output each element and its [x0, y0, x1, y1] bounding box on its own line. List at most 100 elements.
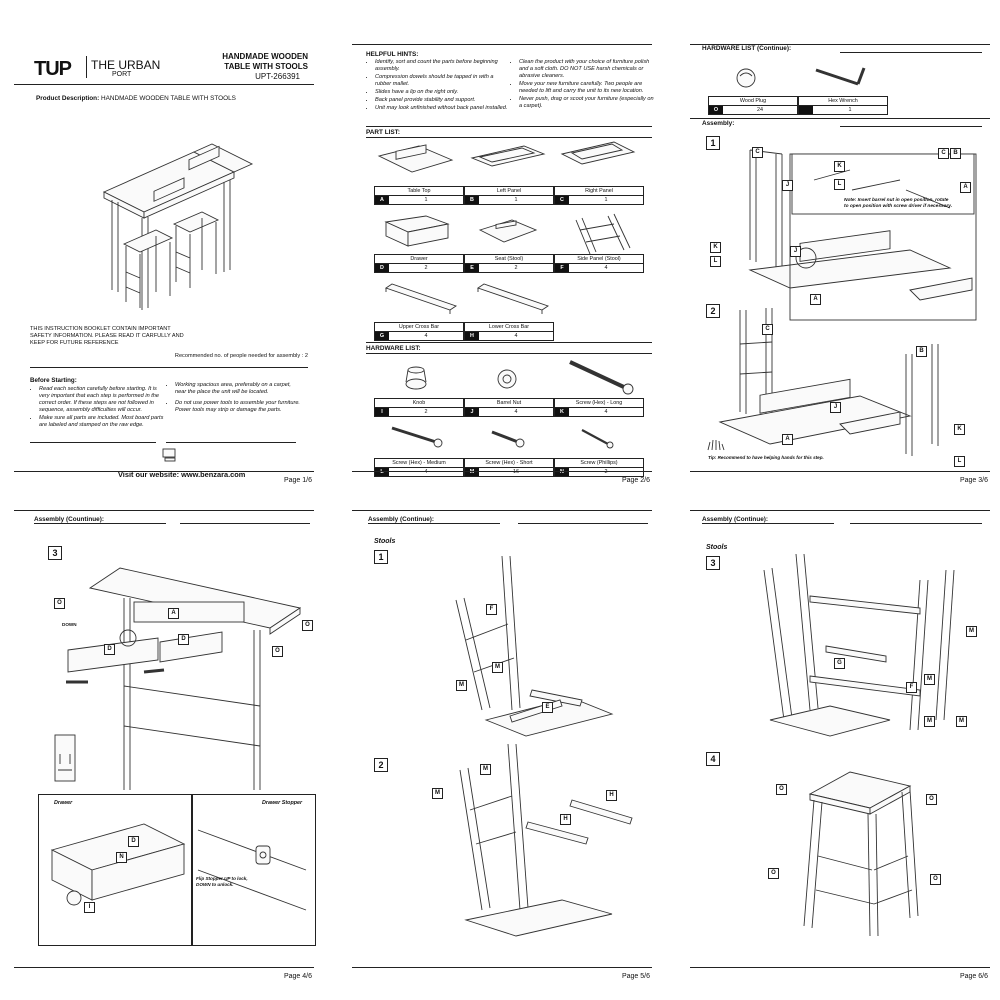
hardware-name: Hex Wrench [799, 97, 887, 106]
hardware-qty: 16 [513, 469, 519, 475]
hex-wrench-icon [815, 67, 866, 86]
tag-o-5: O [776, 784, 787, 795]
tag-f-2: F [906, 682, 917, 693]
hardware-qty: 24 [757, 107, 763, 113]
page-number: Page 2/6 [621, 477, 650, 484]
helping-hands-icon [707, 439, 725, 451]
tag-m-2: M [456, 680, 467, 691]
tag-o-1: O [54, 598, 65, 609]
page-5: Assembly (Continue): Stools 1 F M M E 2 … [352, 510, 652, 980]
tag-d-2: D [178, 634, 189, 645]
tag-c3: C [762, 324, 773, 335]
before-item: Make sure all parts are included. Most b… [39, 415, 167, 429]
part-letter: G [375, 332, 389, 340]
hardware-letter: N [555, 468, 569, 476]
hardware-name: Knob [375, 399, 463, 408]
tag-f: F [486, 604, 497, 615]
hardware-label-o: Wood Plug O 24 [708, 96, 798, 115]
page-6: Assembly (Continue): Stools 3 G F M M M … [690, 510, 990, 980]
assembly-continue-title: Assembly (Continue): [368, 516, 435, 523]
hint-item: Compression dowels should be tapped in w… [375, 74, 510, 88]
tag-m-5: M [966, 626, 977, 637]
stool-step-1-diagram [455, 555, 614, 737]
hardware-label-m: Screw (Hex) - Short M 16 [464, 458, 554, 477]
part-qty: 1 [604, 197, 608, 203]
tag-m-7: M [924, 716, 935, 727]
tag-m-4: M [432, 788, 443, 799]
part-qty: 4 [424, 333, 428, 339]
part-qty: 1 [514, 197, 518, 203]
tag-a2: A [810, 294, 821, 305]
tag-o-6: O [926, 794, 937, 805]
tag-l: L [834, 179, 845, 190]
parts-title: PART LIST: [366, 129, 400, 136]
hint-item: Move your new furniture carefully. Two p… [519, 81, 654, 95]
wood-plug-icon [736, 68, 756, 88]
stools-title: Stools [374, 538, 396, 545]
tag-c: C [752, 147, 763, 158]
table-illustration [102, 143, 254, 310]
part-name: Upper Cross Bar [375, 323, 463, 332]
barrel-nut-note: Note: Insert barrel nut in open position… [844, 198, 953, 209]
part-qty: 4 [604, 265, 608, 271]
screw-short-icon [491, 430, 525, 448]
stopper-inset-diagram [197, 829, 307, 911]
part-name: Table Top [375, 187, 463, 196]
hardware-letter: M [465, 468, 479, 476]
tag-e: E [542, 702, 553, 713]
part-letter: D [375, 264, 389, 272]
hardware-letter: L [375, 468, 389, 476]
part-name: Drawer [375, 255, 463, 264]
hardware-name: Wood Plug [709, 97, 797, 106]
tag-m-3: M [480, 764, 491, 775]
part-letter: C [555, 196, 569, 204]
hardware-qty: 2 [424, 409, 428, 415]
tag-m-8: M [956, 716, 967, 727]
part-letter: H [465, 332, 479, 340]
part-a-illustration [377, 144, 454, 173]
down-label: DOWN [62, 622, 77, 627]
desc-value: HANDMADE WOODEN TABLE WITH STOOLS [100, 95, 236, 102]
tag-o-3: O [302, 620, 313, 631]
stool-step-3-diagram [763, 553, 955, 737]
tag-h-2: H [560, 814, 571, 825]
part-qty: 4 [514, 333, 518, 339]
tag-d-3: D [128, 836, 139, 847]
part-name: Side Panel (Stool) [555, 255, 643, 264]
hardware-letter: O [709, 106, 723, 114]
step-3-box: 3 [48, 546, 62, 560]
stopper-inset [192, 794, 316, 946]
doc-title-1: HANDMADE WOODEN [222, 52, 308, 61]
page-number: Page 1/6 [283, 477, 312, 484]
tag-k2: K [710, 242, 721, 253]
drawer-inset-title: Drawer [54, 800, 73, 806]
doc-title-2: TABLE WITH STOOLS [224, 62, 308, 71]
step-2-box: 2 [374, 758, 388, 772]
part-letter: E [465, 264, 479, 272]
part-name: Right Panel [555, 187, 643, 196]
step-4-box: 4 [706, 752, 720, 766]
part-h-illustration [476, 283, 550, 314]
hints-left: Identify, sort and count the parts befor… [366, 59, 510, 113]
part-d-illustration [384, 215, 450, 247]
part-f-illustration [575, 213, 631, 255]
assembly-title: Assembly: [702, 120, 735, 127]
website-link[interactable]: Visit our website: www.benzara.com [118, 470, 246, 479]
hardware-name: Screw (Hex) - Short [465, 459, 553, 468]
helping-tip: Tip: Recommend to have helping hands for… [708, 455, 824, 460]
part-label-c: Right Panel C 1 [554, 186, 644, 205]
brand-sub: PORT [112, 71, 132, 78]
model-number: UPT-266391 [255, 72, 300, 81]
hardware-continue-title: HARDWARE LIST (Continue): [702, 45, 792, 52]
tag-j: J [782, 180, 793, 191]
hardware-name: Barrel Nut [465, 399, 553, 408]
hardware-letter: J [465, 408, 479, 416]
hardware-name: Screw (Phillips) [555, 459, 643, 468]
